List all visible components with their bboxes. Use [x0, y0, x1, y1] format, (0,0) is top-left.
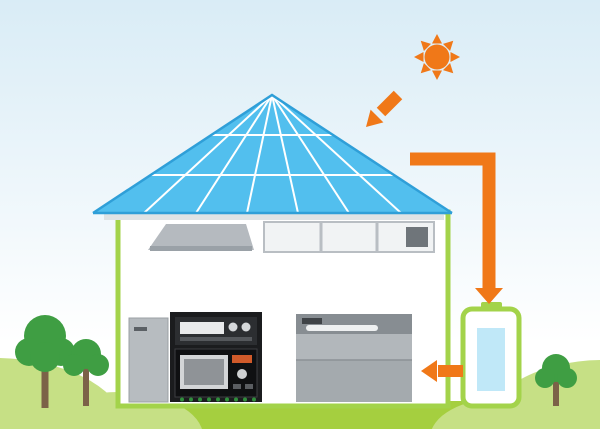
microwave-window: [184, 359, 224, 385]
tree-canopy: [63, 339, 109, 376]
roof-panel-face: [93, 95, 452, 213]
oven-microwave-unit: [170, 312, 262, 402]
indicator-dot: [207, 397, 211, 402]
range-hood: [148, 224, 254, 250]
window-band: [263, 221, 435, 253]
control-display: [180, 322, 224, 334]
sun-ray: [420, 40, 431, 51]
indicator-dot: [234, 397, 238, 402]
canopy-blob: [87, 354, 109, 376]
roof-to-battery-arrow: [410, 152, 503, 304]
house: [92, 93, 453, 409]
storage-battery: [460, 302, 522, 409]
arrow-head: [366, 109, 384, 127]
tree-trunk: [41, 352, 49, 408]
bushes: [0, 358, 600, 429]
refrigerator: [128, 317, 169, 403]
tree-left-large: [15, 315, 75, 408]
indicator-dot: [189, 397, 193, 402]
canopy-blob: [535, 368, 555, 388]
tree-right: [535, 354, 577, 406]
battery-to-appliances-arrow: [421, 360, 463, 382]
indicator-dot: [216, 397, 220, 402]
button-strip: [180, 337, 252, 341]
microwave-knob: [237, 369, 247, 379]
sun-ray: [432, 34, 442, 44]
canopy-blob: [557, 368, 577, 388]
refrigerator-body: [128, 317, 169, 403]
refrigerator-handle: [134, 327, 147, 331]
battery-charge-level: [477, 328, 505, 391]
tree-canopy: [535, 354, 577, 388]
kitchen-appliances: [128, 312, 412, 403]
arrow-shaft: [410, 152, 496, 290]
arrow-shaft: [376, 90, 403, 117]
indicator-dot: [252, 397, 256, 402]
tree-trunk: [553, 374, 559, 406]
microwave-button: [245, 384, 253, 389]
dishwasher-lower-panel: [296, 360, 412, 402]
indicator-dot: [180, 397, 184, 402]
roof-grid-line: [271, 95, 350, 213]
energy-flow-arrows: [366, 90, 503, 382]
indicator-lights: [180, 397, 256, 402]
roof-grid-line: [246, 95, 273, 213]
sun-core: [424, 44, 450, 70]
sun-ray: [414, 52, 424, 62]
control-knob: [241, 322, 251, 332]
roof-grid-line: [271, 95, 402, 213]
dishwasher-handle: [306, 325, 378, 331]
tree-trunk: [83, 368, 89, 406]
roof-grid-line: [271, 95, 299, 213]
canopy-blob: [63, 354, 85, 376]
dishwasher: [296, 314, 412, 402]
window-mullions: [319, 223, 379, 251]
indicator-dot: [243, 397, 247, 402]
sun-icon: [414, 34, 460, 80]
range-hood-underside: [150, 246, 252, 251]
indicator-dot: [225, 397, 229, 402]
arrow-head: [475, 288, 503, 304]
canopy-blob: [30, 342, 60, 372]
roof-edge: [92, 93, 453, 215]
sun-ray: [420, 63, 431, 74]
tree-left-small: [63, 339, 109, 406]
sunlight-arrow: [366, 90, 403, 127]
arrow-head: [421, 360, 437, 382]
sun-ray: [443, 63, 454, 74]
solar-panel-roof: [92, 93, 453, 215]
dishwasher-control: [302, 318, 322, 324]
sun-ray: [432, 70, 442, 80]
control-knob: [228, 322, 238, 332]
indicator-dot: [198, 397, 202, 402]
tree-canopy: [15, 315, 75, 372]
microwave-button: [233, 384, 241, 389]
microwave-display: [232, 355, 252, 363]
roof-grid-line: [143, 95, 273, 213]
second-floor-windows: [263, 221, 435, 253]
roof-grid-line: [195, 95, 273, 213]
sun-ray: [443, 40, 454, 51]
sun-ray: [450, 52, 460, 62]
window-vent: [406, 227, 428, 247]
